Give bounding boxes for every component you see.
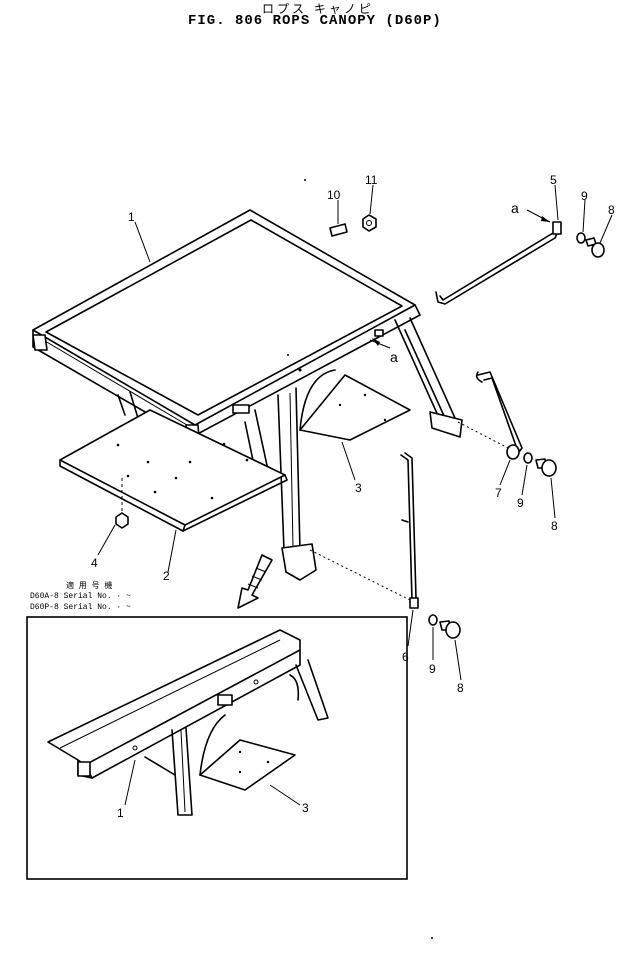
callout-1: 1 (128, 210, 135, 224)
canopy-roof (32, 209, 421, 439)
callout-8-lower: 8 (457, 681, 464, 695)
leader-lines (97, 184, 613, 806)
inset-detail-view (26, 616, 408, 880)
callout-a-upper: a (511, 200, 519, 216)
serial-row-d60p: D60P-8 Serial No. · ~ (30, 603, 131, 612)
callout-3: 3 (355, 481, 362, 495)
callout-8-middle: 8 (551, 519, 558, 533)
callout-4: 4 (91, 556, 98, 570)
floor-plate (59, 409, 288, 532)
inset-callout-3: 3 (302, 801, 309, 815)
rod-part-6 (309, 452, 419, 609)
washer-part-9-lower (428, 614, 438, 626)
inset-callout-1: 1 (117, 806, 124, 820)
washer-part-9-middle (523, 452, 533, 464)
front-post (117, 387, 317, 581)
rear-post (394, 317, 463, 438)
inset-direction-arrow (237, 554, 273, 609)
callout-5: 5 (550, 173, 557, 187)
callout-9-middle: 9 (517, 496, 524, 510)
figure-title: FIG. 806 ROPS CANOPY (D60P) (188, 13, 442, 29)
callout-7: 7 (495, 486, 502, 500)
washer-part-9-upper (576, 232, 586, 244)
bolt-part-8-middle (535, 458, 557, 477)
nut-part-4 (115, 478, 129, 529)
callout-11: 11 (365, 173, 378, 187)
serial-table-header: 適 用 号 機 (66, 582, 113, 591)
clip-part-10 (329, 223, 348, 237)
callout-9-upper: 9 (581, 189, 588, 203)
rod-part-5 (435, 209, 562, 305)
figure-title-japanese: ロプス キャノピ (262, 2, 374, 16)
side-plate (299, 369, 411, 441)
bolt-part-8-upper (585, 237, 605, 258)
nut-part-11 (362, 214, 377, 232)
callout-2: 2 (163, 569, 170, 583)
callout-9-lower: 9 (429, 662, 436, 676)
callout-6: 6 (402, 650, 409, 664)
serial-row-d60a: D60A-8 Serial No. · ~ (30, 592, 131, 601)
rod-part-7 (457, 371, 523, 460)
callout-a-canopy: a (390, 349, 398, 365)
connection-point-a (369, 329, 391, 349)
bolt-part-8-lower (439, 620, 461, 639)
callout-10: 10 (327, 188, 341, 202)
callout-labels: 1 2 3 4 5 6 7 8 8 8 9 9 9 10 11 a a 1 3 (91, 173, 615, 820)
callout-8-upper: 8 (608, 203, 615, 217)
